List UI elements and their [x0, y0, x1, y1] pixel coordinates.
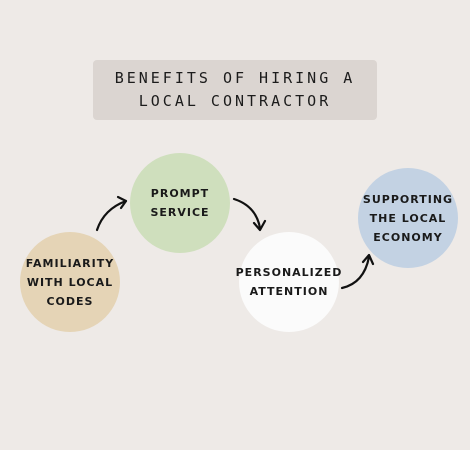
node-familiarity-with-local-codes: FAMILIARITY WITH LOCAL CODES [20, 232, 120, 332]
title-line-1: BENEFITS OF HIRING A [114, 69, 356, 87]
node-supporting-the-local-economy: SUPPORTING THE LOCAL ECONOMY [358, 168, 458, 268]
arrow-familiarity-to-prompt [95, 195, 128, 232]
node-supporting-label: SUPPORTING THE LOCAL ECONOMY [362, 192, 454, 244]
arrow-prompt-to-personalized [232, 197, 267, 232]
title-box: BENEFITS OF HIRING A LOCAL CONTRACTOR [93, 60, 377, 120]
node-personalized-label: PERSONALIZED ATTENTION [235, 266, 343, 298]
node-personalized-attention: PERSONALIZED ATTENTION [236, 232, 341, 332]
node-familiarity-label: FAMILIARITY WITH LOCAL CODES [25, 256, 115, 308]
title-line-2: LOCAL CONTRACTOR [138, 92, 332, 110]
arrow-personalized-to-supporting [340, 253, 375, 290]
node-prompt-service: PROMPT SERVICE [130, 153, 230, 253]
node-prompt-label: PROMPT SERVICE [150, 187, 210, 219]
